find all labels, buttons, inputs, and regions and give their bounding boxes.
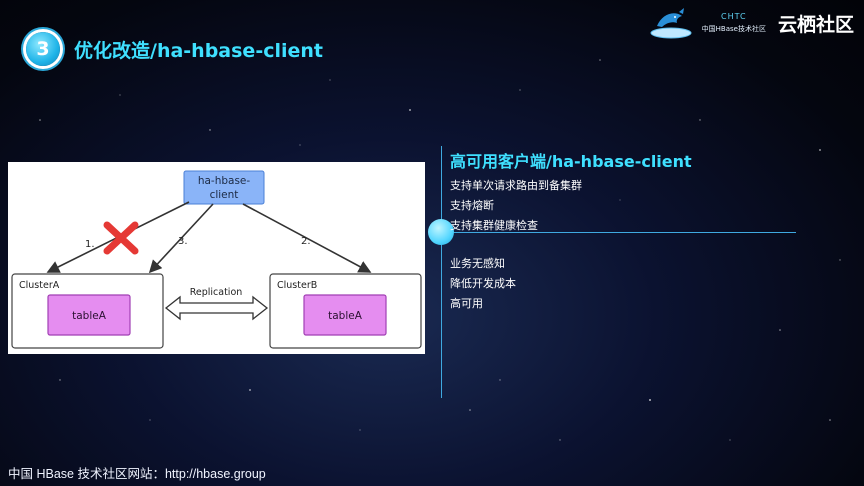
failure-cross-icon: [103, 221, 139, 255]
brand-name: 云栖社区: [778, 10, 854, 37]
chtc-subtitle: 中国HBase技术社区: [701, 25, 766, 33]
cluster-a-label: ClusterA: [19, 280, 60, 291]
page-title: 优化改造/ha-hbase-client: [74, 39, 323, 62]
arrow-2-label: 2.: [301, 236, 311, 247]
cluster-b-label: ClusterB: [277, 280, 317, 291]
feature-list: 支持单次请求路由到备集群 支持熔断 支持集群健康检查: [450, 176, 582, 236]
features-panel: 高可用客户端/ha-hbase-client 支持单次请求路由到备集群 支持熔断…: [428, 140, 801, 400]
cluster-a-table: [47, 294, 131, 336]
arrow-1-label: 1.: [85, 239, 95, 250]
benefit-list: 业务无感知 降低开发成本 高可用: [450, 254, 516, 314]
arrow-3-to-cluster-a: [148, 203, 214, 274]
header: 3 优化改造/ha-hbase-client: [26, 32, 323, 66]
cluster-a-table-label: tableA: [72, 310, 107, 322]
feature-item: 支持集群健康检查: [450, 219, 538, 232]
timeline-divider-line: [441, 232, 796, 233]
section-heading: 高可用客户端/ha-hbase-client: [450, 152, 692, 171]
chtc-text-block: CHTC 中国HBase技术社区: [702, 12, 766, 34]
step-number-badge: 3: [26, 32, 60, 66]
arrow-3-label: 3.: [178, 236, 188, 247]
timeline-dot: [428, 219, 454, 245]
logo-area: CHTC 中国HBase技术社区 云栖社区: [648, 6, 854, 40]
diagram-svg: ha-hbase- client 1. 3. 2. ClusterA table…: [11, 170, 422, 349]
architecture-diagram: ha-hbase- client 1. 3. 2. ClusterA table…: [8, 162, 425, 354]
cluster-b-table: [303, 294, 387, 336]
client-node-label-line2: client: [210, 189, 239, 201]
chtc-code: CHTC: [721, 12, 747, 21]
cluster-b-table-label: tableA: [328, 310, 363, 322]
replication-label: Replication: [190, 287, 243, 298]
feature-item: 支持单次请求路由到备集群: [450, 179, 582, 192]
brand-text: 云栖社区: [777, 13, 854, 36]
replication-double-arrow: [164, 295, 269, 321]
footer-website-text: 中国 HBase 技术社区网站：http://hbase.group: [8, 467, 266, 481]
chtc-orca-logo-icon: [650, 8, 692, 39]
benefit-item: 高可用: [450, 297, 483, 310]
timeline-vertical-line: [441, 146, 442, 398]
client-node: [183, 170, 265, 205]
arrow-2-to-cluster-b: [242, 203, 372, 273]
benefit-item: 降低开发成本: [450, 277, 516, 290]
benefit-item: 业务无感知: [450, 257, 505, 270]
feature-item: 支持熔断: [450, 199, 494, 212]
client-node-label-line1: ha-hbase-: [198, 175, 251, 187]
